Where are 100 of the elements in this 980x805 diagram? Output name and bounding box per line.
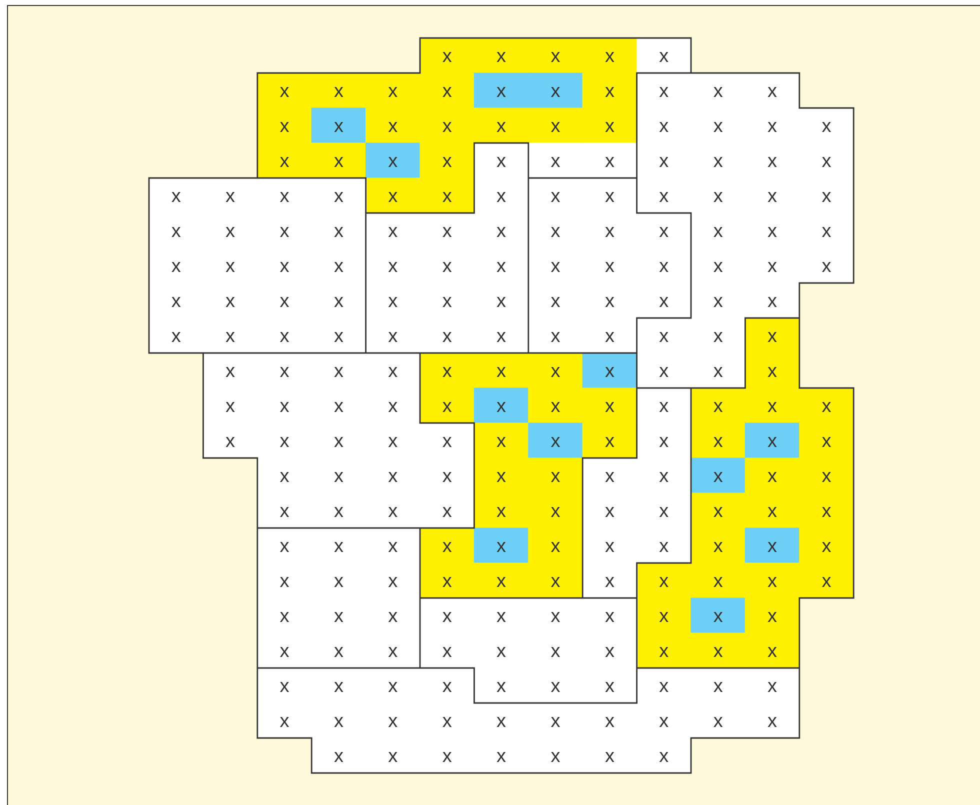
cell-mark: x (658, 117, 670, 137)
cell-mark: x (441, 362, 453, 382)
cell-mark: x (712, 572, 724, 592)
cell-mark: x (712, 152, 724, 172)
cell-mark: x (550, 572, 562, 592)
cell-mark: x (604, 642, 616, 662)
cell-mark: x (441, 747, 453, 767)
cell-mark: x (332, 327, 344, 347)
cell-mark: x (658, 747, 670, 767)
cell-mark: x (658, 362, 670, 382)
cell-mark: x (604, 467, 616, 487)
cell-mark: x (604, 677, 616, 697)
cell-mark: x (278, 362, 290, 382)
cell-mark: x (278, 537, 290, 557)
cell-mark: x (332, 537, 344, 557)
cell-mark: x (604, 362, 616, 382)
cell-mark: x (278, 292, 290, 312)
cell-mark: x (766, 677, 778, 697)
cell-mark: x (766, 292, 778, 312)
cell-mark: x (170, 292, 182, 312)
cell-mark: x (766, 537, 778, 557)
cell-mark: x (658, 607, 670, 627)
cell-mark: x (550, 117, 562, 137)
cell-mark: x (278, 397, 290, 417)
cell-mark: x (712, 642, 724, 662)
cell-mark: x (224, 222, 236, 242)
cell-mark: x (712, 502, 724, 522)
cell-mark: x (604, 432, 616, 452)
cell-mark: x (441, 327, 453, 347)
cell-mark: x (332, 607, 344, 627)
cell-mark: x (550, 222, 562, 242)
cell-mark: x (820, 257, 832, 277)
cell-mark: x (712, 327, 724, 347)
cell-mark: x (387, 152, 399, 172)
cell-mark: x (550, 677, 562, 697)
cell-mark: x (387, 677, 399, 697)
cell-mark: x (496, 712, 508, 732)
cell-mark: x (820, 222, 832, 242)
cell-mark: x (658, 292, 670, 312)
cell-mark: x (224, 397, 236, 417)
cell-mark: x (658, 642, 670, 662)
cell-mark: x (766, 432, 778, 452)
cell-mark: x (550, 82, 562, 102)
cell-mark: x (441, 537, 453, 557)
cell-mark: x (332, 257, 344, 277)
cell-mark: x (224, 327, 236, 347)
cell-mark: x (170, 187, 182, 207)
cell-mark: x (712, 117, 724, 137)
cell-mark: x (658, 572, 670, 592)
cell-mark: x (278, 117, 290, 137)
cell-mark: x (550, 187, 562, 207)
cell-mark: x (387, 257, 399, 277)
cell-mark: x (766, 712, 778, 732)
cell-mark: x (766, 222, 778, 242)
cell-mark: x (332, 432, 344, 452)
cell-mark: x (550, 47, 562, 67)
cell-mark: x (550, 257, 562, 277)
cell-mark: x (712, 362, 724, 382)
cell-mark: x (387, 362, 399, 382)
cell-mark: x (550, 362, 562, 382)
cell-mark: x (387, 747, 399, 767)
cell-mark: x (496, 677, 508, 697)
cell-mark: x (387, 467, 399, 487)
cell-mark: x (441, 397, 453, 417)
cell-mark: x (496, 432, 508, 452)
cell-mark: x (170, 222, 182, 242)
cell-mark: x (550, 712, 562, 732)
cell-mark: x (766, 642, 778, 662)
cell-mark: x (332, 642, 344, 662)
cell-mark: x (550, 502, 562, 522)
cell-mark: x (712, 292, 724, 312)
cell-mark: x (496, 187, 508, 207)
cell-mark: x (441, 117, 453, 137)
cell-mark: x (332, 362, 344, 382)
cell-mark: x (441, 257, 453, 277)
cell-mark: x (332, 502, 344, 522)
cell-mark: x (658, 467, 670, 487)
cell-mark: x (766, 117, 778, 137)
cell-mark: x (550, 292, 562, 312)
cell-mark: x (604, 222, 616, 242)
cell-mark: x (712, 467, 724, 487)
cell-mark: x (604, 82, 616, 102)
cell-mark: x (496, 47, 508, 67)
cell-mark: x (441, 222, 453, 242)
cell-mark: x (604, 712, 616, 732)
cell-mark: x (387, 397, 399, 417)
cell-mark: x (658, 327, 670, 347)
cell-mark: x (387, 222, 399, 242)
cell-mark: x (332, 467, 344, 487)
cell-mark: x (712, 222, 724, 242)
cell-mark: x (387, 712, 399, 732)
cell-mark: x (278, 677, 290, 697)
cell-mark: x (604, 397, 616, 417)
cell-mark: x (496, 397, 508, 417)
cell-mark: x (332, 222, 344, 242)
cell-mark: x (712, 677, 724, 697)
cell-mark: x (387, 82, 399, 102)
cell-mark: x (332, 82, 344, 102)
cell-mark: x (387, 607, 399, 627)
cell-mark: x (387, 117, 399, 137)
